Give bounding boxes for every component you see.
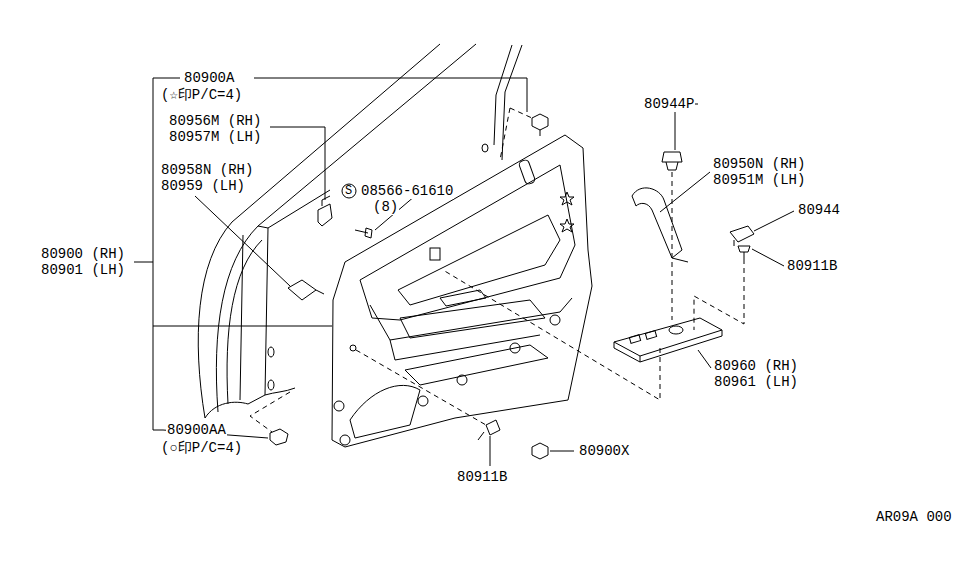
door-frame <box>265 228 268 395</box>
map-pocket <box>405 345 548 385</box>
pull-handle <box>632 188 682 258</box>
door-frame <box>240 235 243 400</box>
trim-panel-inner <box>360 165 575 320</box>
clip-hole <box>550 315 560 325</box>
callout-number: 80950N (RH) <box>712 156 806 172</box>
callout-number: 80900 (RH) <box>40 246 126 262</box>
clip-hole <box>418 396 428 406</box>
callout-number: 80951M (LH) <box>712 172 806 188</box>
sealing-piece <box>288 280 324 300</box>
callout-number: 80960 (RH) <box>713 358 799 374</box>
clip-hole <box>457 375 467 385</box>
window-frame <box>494 45 512 145</box>
pull-handle <box>672 258 688 262</box>
switch-key <box>629 335 640 344</box>
callout-number: 80957M (LH) <box>168 129 262 145</box>
switch-key <box>669 326 683 334</box>
star-mark <box>560 219 574 232</box>
leader-dashed <box>356 350 486 425</box>
callout-number: 80944 <box>797 202 841 218</box>
clip <box>532 114 548 136</box>
trim-grip <box>518 159 536 185</box>
callout-number: 80911B <box>456 469 508 485</box>
callout-number: 80961 (LH) <box>713 374 799 390</box>
clip-hole <box>510 343 520 353</box>
callout-number: 80956M (RH) <box>168 113 262 129</box>
clip-hole <box>334 401 344 411</box>
leader-lines <box>134 78 794 466</box>
star-mark <box>560 192 574 205</box>
standard-part-mark: S <box>345 185 352 197</box>
screw <box>478 420 500 440</box>
callout-number: 80958N (RH) <box>160 162 254 178</box>
callout-number: 08566-61610 <box>360 183 454 199</box>
trim-part <box>430 248 440 260</box>
callout-number: 80901 (LH) <box>40 262 126 278</box>
screw <box>355 228 372 238</box>
clip <box>730 226 754 246</box>
clip-hole <box>340 435 350 445</box>
leader-dashed <box>250 392 290 432</box>
trim-part <box>440 290 486 306</box>
callout-number: 80944P <box>643 96 695 112</box>
clip <box>270 429 288 445</box>
leader-dashed <box>443 270 660 400</box>
note: (☆印P/C=4) <box>160 87 243 103</box>
note: (○印P/C=4) <box>160 440 243 456</box>
bottom-pocket <box>350 385 420 438</box>
leader-dashed <box>694 268 744 330</box>
door-frame <box>227 240 262 404</box>
door-hole <box>482 144 488 152</box>
standard-part-mark <box>342 184 356 198</box>
door-frame <box>205 388 295 418</box>
window-switch <box>614 318 722 362</box>
leader-dashed <box>672 172 673 320</box>
screw <box>738 246 750 264</box>
switch-key <box>645 331 656 340</box>
pull-pocket <box>400 300 545 338</box>
callout-number: 80900AA <box>166 422 227 438</box>
figure-code: AR09A 000 <box>875 509 953 525</box>
cap <box>662 152 682 170</box>
bracket-part <box>318 196 332 226</box>
window-frame <box>502 45 522 160</box>
door-hole <box>268 380 274 390</box>
callout-number: 80959 (LH) <box>160 178 246 194</box>
clip-hole <box>350 345 356 351</box>
callout-number: 80911B <box>786 258 838 274</box>
door-hole <box>268 347 274 357</box>
note: (8) <box>372 199 399 215</box>
leader-dashed <box>500 108 532 160</box>
trim-panel <box>332 135 592 447</box>
callout-number: 80900A <box>183 70 235 86</box>
callout-number: 80900X <box>578 443 630 459</box>
clip <box>532 443 548 459</box>
